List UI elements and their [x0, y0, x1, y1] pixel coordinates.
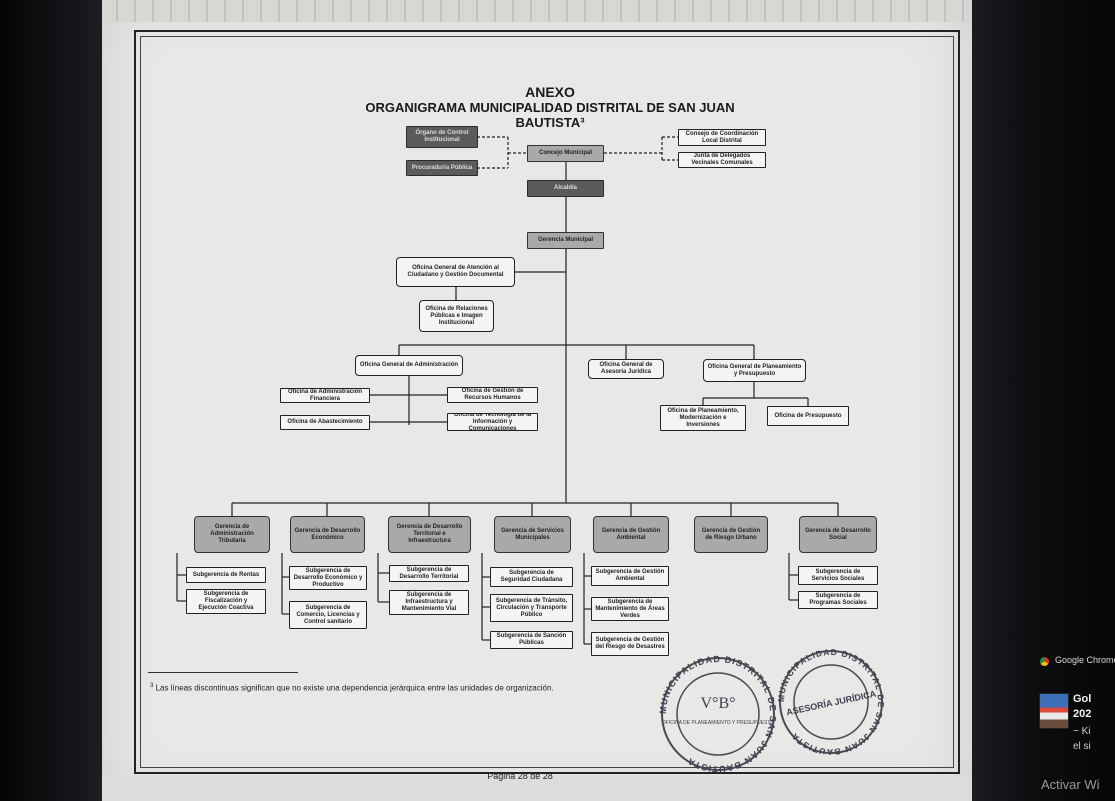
box-subgerencia-infraestructura: Subgerencia de Infraestructura y Manteni… [389, 590, 469, 615]
box-relaciones-publicas: Oficina de Relaciones Públicas e Imagen … [419, 300, 494, 332]
notification-app-name: Google Chrome [1055, 655, 1115, 665]
notification-text-line1: ~ Ki [1073, 726, 1091, 737]
notification-thumbnail [1039, 693, 1069, 729]
monitor-bezel-right [972, 0, 1115, 801]
box-administracion: Oficina General de Administración [355, 355, 463, 376]
box-subgerencia-transito: Subgerencia de Tránsito, Circulación y T… [490, 594, 573, 622]
box-subgerencia-areas-verdes: Subgerencia de Mantenimiento de Áreas Ve… [591, 597, 669, 621]
page-number: Página 28 de 28 [487, 771, 553, 781]
box-subgerencia-riesgo-desastres: Subgerencia de Gestión del Riesgo de Des… [591, 632, 669, 656]
box-presupuesto: Oficina de Presupuesto [767, 406, 849, 426]
notification-text-line2: el si [1073, 741, 1091, 752]
stamp-left-sub: OFICINA DE PLANEAMIENTO Y PRESUPUESTO [662, 720, 775, 726]
box-recursos-humanos: Oficina de Gestión de Recursos Humanos [447, 387, 538, 403]
box-subgerencia-servicios-sociales: Subgerencia de Servicios Sociales [798, 566, 878, 585]
box-subgerencia-comercio: Subgerencia de Comercio, Licencias y Con… [289, 601, 367, 629]
notification-title-line1: Gol [1073, 693, 1092, 705]
title-annex: ANEXO [525, 84, 575, 100]
box-subgerencia-fiscalizacion: Subgerencia de Fiscalización y Ejecución… [186, 589, 266, 614]
page-border [134, 30, 960, 774]
stamp-planeamiento: MUNICIPALIDAD DISTRITAL DE SAN JUAN BAUT… [658, 654, 778, 774]
box-subgerencia-territorial: Subgerencia de Desarrollo Territorial [389, 565, 469, 582]
footnote: 3 Las líneas discontinuas significan que… [150, 683, 670, 693]
stamp-asesoria: MUNICIPALIDAD DISTRITAL DE SAN JUAN BAUT… [776, 647, 885, 757]
notification-text: ~ Ki el si [1073, 724, 1091, 754]
stamp-left-center: V°B° [700, 695, 735, 712]
box-tecnologia-informacion: Oficina de Tecnología de la Información … [447, 413, 538, 431]
notification-title-line2: 202 [1073, 708, 1092, 720]
box-planeamiento-presupuesto: Oficina General de Planeamiento y Presup… [703, 359, 806, 382]
spiral-binding [102, 0, 972, 22]
box-subgerencia-seguridad: Subgerencia de Seguridad Ciudadana [490, 567, 573, 587]
footnote-text: Las líneas discontinuas significan que n… [155, 683, 554, 693]
box-concejo-municipal: Concejo Municipal [527, 145, 604, 162]
box-gerencia-desarrollo-social: Gerencia de Desarrollo Social [799, 516, 877, 553]
box-gerencia-desarrollo-territorial: Gerencia de Desarrollo Territorial e Inf… [388, 516, 471, 553]
box-gerencia-municipal: Gerencia Municipal [527, 232, 604, 249]
box-planeamiento-modernizacion: Oficina de Planeamiento, Modernización e… [660, 405, 746, 431]
svg-text:MUNICIPALIDAD DISTRITAL DE SAN: MUNICIPALIDAD DISTRITAL DE SAN JUAN BAUT… [658, 654, 778, 774]
box-subgerencia-desarrollo-economico: Subgerencia de Desarrollo Económico y Pr… [289, 566, 367, 590]
box-subgerencia-gestion-ambiental: Subgerencia de Gestión Ambiental [591, 566, 669, 586]
box-subgerencia-programas-sociales: Subgerencia de Programas Sociales [798, 591, 878, 609]
box-procuraduria: Procuraduría Pública [406, 160, 478, 176]
chrome-icon [1040, 657, 1049, 666]
box-abastecimiento: Oficina de Abastecimiento [280, 415, 370, 430]
box-gerencia-desarrollo-economico: Gerencia de Desarrollo Económico [290, 516, 365, 553]
chrome-notification[interactable]: Google Chrome Gol 202 ~ Ki el si [1037, 654, 1115, 801]
footnote-mark: 3 [150, 683, 154, 689]
box-consejo-coordinacion: Consejo de Coordinación Local Distrital [678, 129, 766, 146]
box-gerencia-servicios-municipales: Gerencia de Servicios Municipales [494, 516, 571, 553]
stamp-right-center: ASESORÍA JURÍDICA [785, 688, 877, 717]
box-alcaldia: Alcaldía [527, 180, 604, 197]
box-junta-vecinal: Junta de Delegados Vecinales Comunales [678, 152, 766, 168]
page-inner-border [140, 36, 954, 768]
box-control-institucional: Órgano de Control Institucional [406, 126, 478, 148]
box-asesoria-juridica: Oficina General de Asesoría Jurídica [588, 359, 664, 379]
box-gerencia-tributaria: Gerencia de Administración Tributaria [194, 516, 270, 553]
activate-windows-watermark: Activar Wi [1041, 777, 1100, 792]
box-gerencia-riesgo: Gerencia de Gestión de Riesgo Urbano [694, 516, 768, 553]
box-atencion-ciudadano: Oficina General de Atención al Ciudadano… [396, 257, 515, 287]
box-subgerencia-rentas: Subgerencia de Rentas [186, 567, 266, 583]
box-administracion-financiera: Oficina de Administración Financiera [280, 388, 370, 403]
stamp-left-ring-text: MUNICIPALIDAD DISTRITAL DE SAN JUAN BAUT… [658, 654, 777, 774]
monitor-bezel-left [0, 0, 102, 801]
title-organigram: ORGANIGRAMA MUNICIPALIDAD DISTRITAL DE S… [365, 100, 735, 130]
document-title: ANEXO ORGANIGRAMA MUNICIPALIDAD DISTRITA… [340, 84, 760, 130]
footnote-rule [148, 672, 298, 673]
box-subgerencia-sanciones: Subgerencia de Sanción Públicas [490, 631, 573, 649]
notification-title: Gol 202 [1073, 692, 1091, 722]
box-gerencia-gestion-ambiental: Gerencia de Gestión Ambiental [593, 516, 669, 553]
page-bottom-strip [102, 776, 972, 801]
